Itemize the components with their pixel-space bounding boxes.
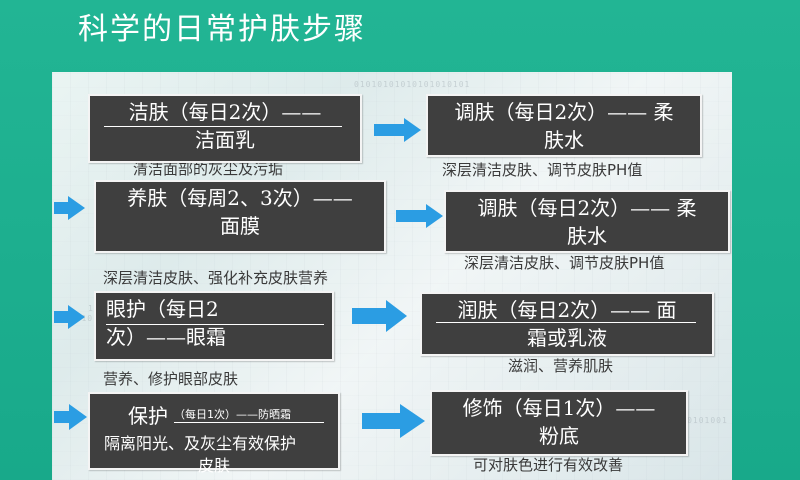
- page-title: 科学的日常护肤步骤: [78, 12, 366, 47]
- step-box-foundation: 修饰（每日1次）—— 粉底: [430, 390, 688, 456]
- arrow-right-left-edge-1: [54, 194, 86, 222]
- step-underline: [174, 422, 324, 423]
- step-line-1: 调肤（每日2次）—— 柔: [454, 100, 674, 124]
- step-line-1: 润肤（每日2次）—— 面: [457, 298, 677, 322]
- protection-line-2: 隔离阳光、及灰尘有效保护: [104, 434, 297, 453]
- step-line-1: 眼护（每日2: [106, 297, 219, 321]
- arrow-right-2: [396, 202, 444, 230]
- step-caption-cleansing: 清洁面部的灰尘及污垢: [133, 160, 284, 178]
- arrow-right-left-edge-3: [54, 402, 88, 432]
- step-line-2: 面膜: [220, 214, 260, 238]
- step-box-toning-1: 调肤（每日2次）—— 柔 肤水: [426, 94, 702, 157]
- protection-title: 保护: [128, 404, 168, 428]
- step-caption-toning-2: 深层清洁皮肤、调节皮肤PH值: [464, 254, 665, 272]
- step-line-2: 次）——眼霜: [106, 325, 226, 349]
- background-digits-top: 01010101010101010101: [354, 80, 471, 89]
- protection-subtitle: （每日1次）——防晒霜: [174, 408, 291, 421]
- arrow-right-left-edge-2: [54, 303, 86, 331]
- step-caption-moisturizing: 滋润、营养肌肤: [508, 357, 614, 375]
- step-line-1: 调肤（每日2次）—— 柔: [477, 196, 697, 220]
- step-caption-nourishing: 深层清洁皮肤、强化补充皮肤营养: [103, 269, 329, 287]
- step-line-1: 洁肤（每日2次）——: [128, 100, 322, 124]
- step-line-1: 养肤（每周2、3次）——: [127, 186, 353, 210]
- step-box-nourishing: 养肤（每周2、3次）—— 面膜: [94, 180, 386, 253]
- step-box-toning-2: 调肤（每日2次）—— 柔 肤水: [444, 190, 730, 253]
- step-underline: [104, 126, 342, 127]
- step-line-2: 肤水: [567, 224, 607, 248]
- step-line-1: 修饰（每日1次）——: [462, 396, 656, 420]
- arrow-right-3: [352, 298, 408, 334]
- step-line-2: 肤水: [544, 128, 584, 152]
- step-underline: [106, 324, 324, 325]
- step-line-2: 洁面乳: [195, 128, 255, 152]
- step-caption-toning-1: 深层清洁皮肤、调节皮肤PH值: [442, 161, 643, 179]
- arrow-right-1: [374, 116, 422, 144]
- step-box-cleansing: 洁肤（每日2次）—— 洁面乳: [88, 94, 362, 163]
- background-digits-right: 101010101001: [658, 416, 728, 425]
- step-box-protection: 保护 （每日1次）——防晒霜 隔离阳光、及灰尘有效保护 皮肤: [88, 392, 340, 475]
- protection-line-3: 皮肤: [198, 456, 231, 475]
- step-box-eye-care: 眼护（每日2 次）——眼霜: [94, 291, 334, 361]
- step-underline: [436, 322, 696, 323]
- step-box-moisturizing: 润肤（每日2次）—— 面 霜或乳液: [420, 292, 714, 356]
- step-caption-foundation: 可对肤色进行有效改善: [473, 456, 624, 474]
- step-line-2: 霜或乳液: [527, 326, 607, 350]
- step-line-2: 粉底: [539, 424, 579, 448]
- arrow-right-4: [362, 402, 426, 440]
- step-caption-eye-care: 营养、修护眼部皮肤: [103, 370, 239, 388]
